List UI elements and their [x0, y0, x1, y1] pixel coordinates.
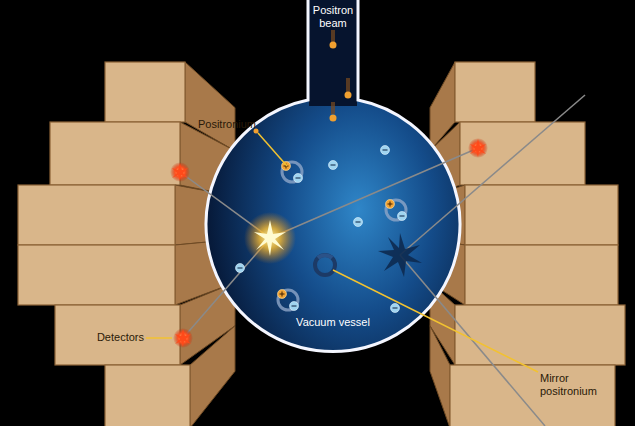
beam-label: Positron beam [308, 4, 358, 30]
vacuum-vessel: Positron beamVacuum vessel [206, 98, 460, 352]
detectors-label: Detectors [86, 331, 144, 344]
mirror-positronium-label: Mirror positronium [540, 372, 612, 398]
vessel-label: Vacuum vessel [283, 316, 383, 329]
positronium-label: Positronium [186, 118, 256, 131]
